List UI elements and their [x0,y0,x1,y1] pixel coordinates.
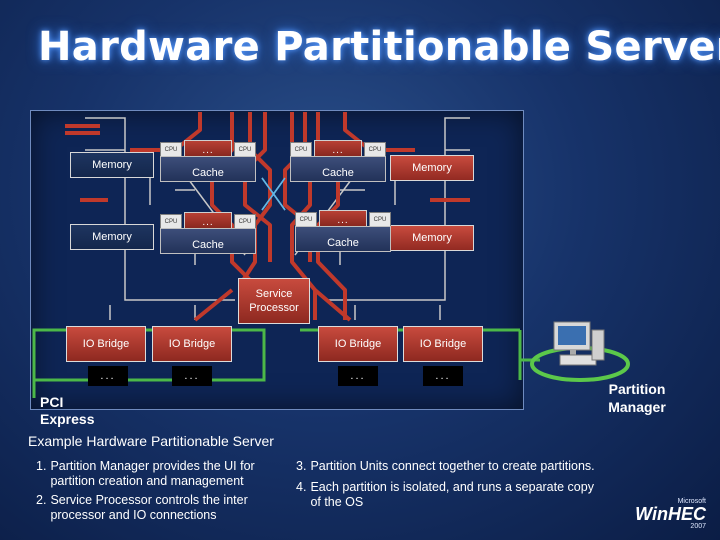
service-processor: Service Processor [238,278,310,324]
pci-express-label: PCI Express [40,394,95,427]
cache-block: Cache [295,226,391,252]
memory-module: Memory [70,152,154,178]
pci-slot-ellipsis: ... [423,366,463,386]
cache-block: Cache [160,156,256,182]
note-item: 2. Service Processor controls the inter … [36,493,288,523]
note-number: 1. [36,459,47,473]
computer-icon [553,321,605,366]
pci-slot-ellipsis: ... [172,366,212,386]
memory-module: Memory [390,155,474,181]
io-bridge: IO Bridge [152,326,232,362]
io-bridge: IO Bridge [403,326,483,362]
io-bridge: IO Bridge [66,326,146,362]
note-item: 3. Partition Units connect together to c… [296,459,636,474]
cpu-chip: CPU [160,214,182,230]
partition-manager-label: Partition Manager [608,381,666,415]
note-number: 3. [296,459,307,473]
note-number: 4. [296,480,307,494]
cpu-group: CPU ... CPU [290,140,386,160]
note-text: Service Processor controls the inter pro… [50,493,248,522]
note-list-left: 1. Partition Manager provides the UI for… [36,459,288,523]
note-item: 4. Each partition is isolated, and runs … [296,480,596,510]
pci-slot-ellipsis: ... [338,366,378,386]
logo-name: WinHEC [635,504,706,524]
winhec-logo: Microsoft WinHEC 2007 [635,498,706,530]
diagram-caption: Example Hardware Partitionable Server [28,433,274,449]
slide-title: Hardware Partitionable Server [38,24,720,70]
cache-block: Cache [160,228,256,254]
cache-block: Cache [290,156,386,182]
memory-module: Memory [70,224,154,250]
memory-module: Memory [390,225,474,251]
io-bridge: IO Bridge [318,326,398,362]
note-text: Partition Manager provides the UI for pa… [50,459,255,488]
note-item: 1. Partition Manager provides the UI for… [36,459,288,489]
logo-brand: Microsoft [677,498,706,505]
note-text: Each partition is isolated, and runs a s… [310,480,594,509]
cpu-group: CPU ... CPU [160,212,256,232]
note-number: 2. [36,493,47,507]
note-text: Partition Units connect together to crea… [310,459,595,473]
logo-year: 2007 [690,523,706,530]
note-list-right: 3. Partition Units connect together to c… [296,459,636,510]
cpu-chip: CPU [369,212,391,228]
pci-slot-ellipsis: ... [88,366,128,386]
